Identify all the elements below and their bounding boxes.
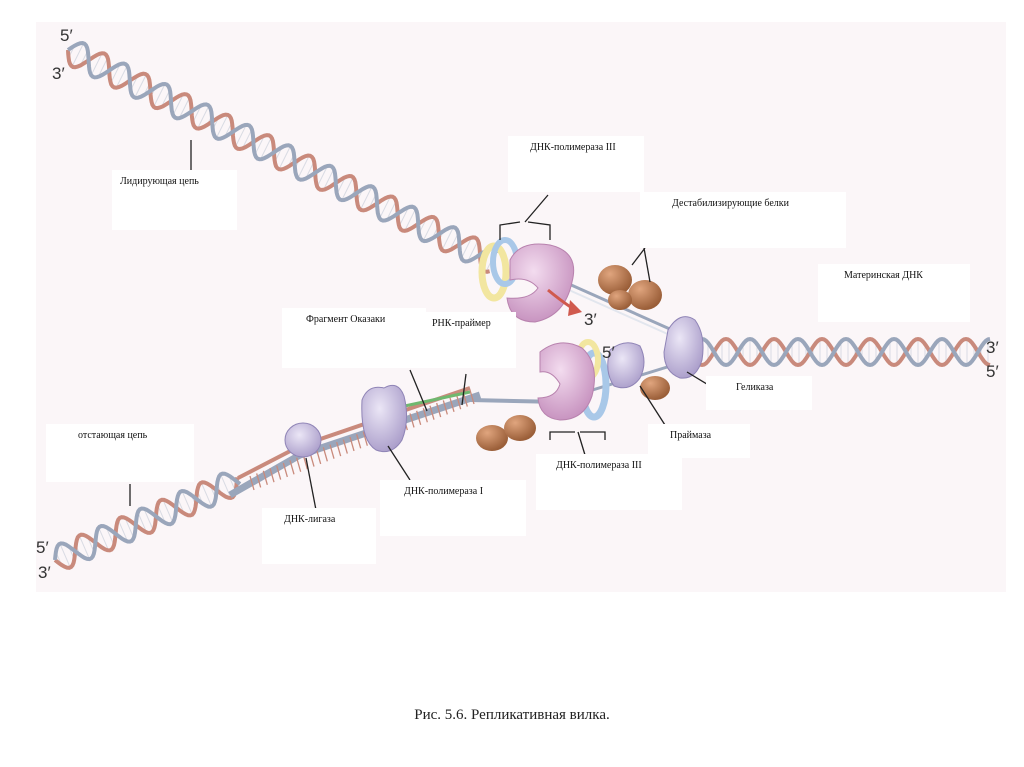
lagging-synthesis-ladder <box>230 388 480 495</box>
label-dna-ligase: ДНК-лигаза <box>262 508 376 564</box>
dna-polymerase-i-shape <box>362 385 407 451</box>
label-leading-strand: Лидирующая цепь <box>112 170 237 230</box>
dna-ligase-shape <box>285 423 321 457</box>
leading-strand-helix <box>68 43 499 272</box>
end-center-3: 3′ <box>584 310 597 330</box>
label-dna-pol-iii-bottom: ДНК-полимераза III <box>536 454 682 510</box>
end-bottom-left-5: 5′ <box>36 538 49 558</box>
label-lagging-strand: отстающая цепь <box>46 424 194 482</box>
label-dna-pol-iii-top: ДНК-полимераза III <box>508 136 644 192</box>
label-destabilizing-proteins: Дестабилизирующие белки <box>640 192 846 248</box>
label-helicase: Геликаза <box>706 376 812 410</box>
end-right-3: 3′ <box>986 338 999 358</box>
end-top-left-3: 3′ <box>52 64 65 84</box>
label-dna-pol-i: ДНК-полимераза I <box>380 480 526 536</box>
label-primase: Праймаза <box>648 424 750 458</box>
helicase-shape <box>664 317 703 379</box>
figure-caption: Рис. 5.6. Репликативная вилка. <box>0 707 1024 724</box>
label-parental-dna: Материнская ДНК <box>818 264 970 322</box>
label-okazaki-fragment: Фрагмент Оказаки <box>282 308 426 368</box>
end-center-5: 5′ <box>602 343 615 363</box>
parental-dna-helix <box>690 339 990 365</box>
end-right-5: 5′ <box>986 362 999 382</box>
ssb-proteins-top <box>598 265 662 310</box>
dna-polymerase-iii-bottom-shape <box>538 343 594 420</box>
label-rna-primer: РНК-праймер <box>426 312 516 368</box>
arrowhead <box>568 300 582 316</box>
ladder-rung <box>297 458 301 472</box>
end-bottom-left-3: 3′ <box>38 563 51 583</box>
lagging-strand-helix <box>55 474 240 568</box>
dna-polymerase-iii-top-shape <box>507 244 574 322</box>
end-top-left-5: 5′ <box>60 26 73 46</box>
